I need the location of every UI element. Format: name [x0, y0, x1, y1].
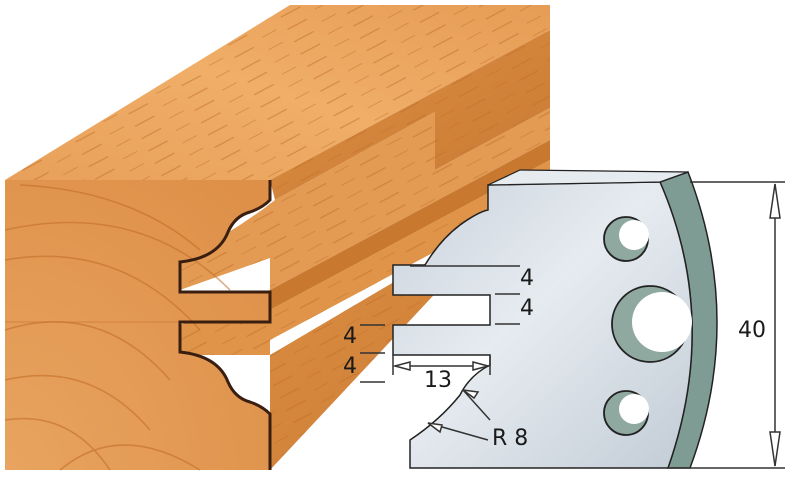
mounting-holes — [603, 216, 692, 436]
dim-slot: 4 — [520, 296, 534, 321]
dim-depth: 13 — [424, 368, 452, 393]
wood-upper-side — [270, 30, 550, 200]
wood-top-face — [5, 5, 550, 180]
dim-height: 40 — [738, 318, 766, 343]
dim-left-lower: 4 — [343, 354, 357, 379]
wood-end-grain — [4, 180, 272, 471]
cutter-knife — [392, 169, 718, 469]
dim-left-upper: 4 — [343, 324, 357, 349]
dimension-lines — [360, 181, 785, 469]
dim-top-step: 4 — [520, 266, 534, 291]
wood-lower-side — [270, 190, 550, 470]
wood-middle-faces — [180, 108, 550, 355]
dim-radius: R 8 — [492, 426, 529, 451]
